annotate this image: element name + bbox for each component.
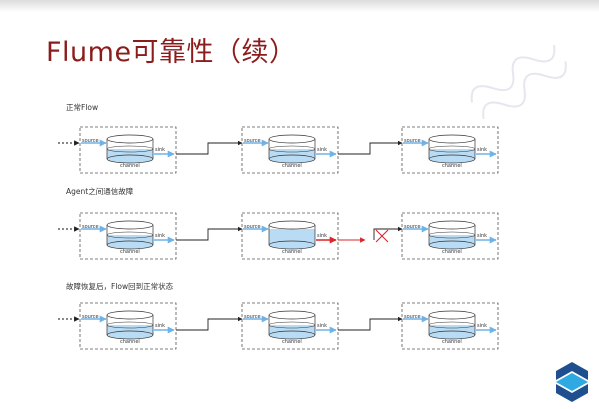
- source-label: source: [244, 224, 261, 230]
- source-label: source: [82, 314, 99, 320]
- sink-label: sink: [477, 323, 487, 329]
- agent-box: source sink channel: [401, 212, 499, 260]
- channel-bottom: [106, 330, 154, 340]
- channel-label: channel: [442, 163, 462, 169]
- channel-fill: [269, 325, 315, 335]
- channel-bottom: [106, 154, 154, 164]
- sink-label: sink: [317, 147, 327, 153]
- channel-level: [106, 231, 154, 239]
- channel-fill-top: [107, 149, 153, 150]
- channel-fill: [107, 325, 153, 335]
- cross-stroke: [375, 229, 389, 243]
- agent-box: source sink channel: [241, 212, 339, 260]
- source-label: source: [244, 138, 261, 144]
- channel-top: [428, 310, 476, 320]
- channel-label: channel: [120, 249, 140, 255]
- agent-box: source sink channel: [79, 302, 177, 350]
- page-title: Flume可靠性（续）: [46, 37, 297, 68]
- channel-top: [268, 310, 316, 320]
- agent-box: source sink channel: [401, 126, 499, 174]
- channel-fill-top: [269, 325, 315, 326]
- channel-label: channel: [442, 339, 462, 345]
- channel-fill: [429, 149, 475, 159]
- channel-level: [106, 145, 154, 153]
- channel-label: channel: [282, 163, 302, 169]
- channel-bottom: [428, 240, 476, 250]
- channel-bottom: [268, 330, 316, 340]
- channel-bottom: [428, 154, 476, 164]
- channel-bottom: [428, 330, 476, 340]
- channel-top: [428, 220, 476, 230]
- agent-box: source sink channel: [79, 126, 177, 174]
- channel-top: [106, 220, 154, 230]
- channel-fill-top: [107, 235, 153, 236]
- channel-fill: [107, 235, 153, 245]
- channel-bottom: [268, 240, 316, 250]
- link-remaining: [373, 226, 403, 240]
- channel-top: [106, 310, 154, 320]
- channel-label: channel: [442, 249, 462, 255]
- channel-level: [106, 321, 154, 329]
- section-label-normal: 正常Flow: [66, 103, 99, 112]
- channel-top: [268, 220, 316, 230]
- sink-label: sink: [155, 323, 165, 329]
- channel-fill-top: [269, 229, 315, 230]
- channel-top: [268, 134, 316, 144]
- channel-fill-top: [107, 325, 153, 326]
- channel-fill: [429, 235, 475, 245]
- channel-label: channel: [282, 249, 302, 255]
- channel-fill-top: [429, 325, 475, 326]
- agent-link: [338, 140, 403, 155]
- agent-box: source sink channel: [401, 302, 499, 350]
- agent-link: [338, 316, 403, 331]
- channel-fill-top: [269, 149, 315, 150]
- channel-level: [268, 321, 316, 329]
- channel-label: channel: [120, 339, 140, 345]
- channel-fill-top: [429, 235, 475, 236]
- channel-label: channel: [120, 163, 140, 169]
- channel-top: [428, 134, 476, 144]
- channel-level: [428, 145, 476, 153]
- agent-link: [176, 140, 243, 155]
- channel-level: [428, 231, 476, 239]
- agent-box: source sink channel: [241, 302, 339, 350]
- sink-label: sink: [155, 147, 165, 153]
- section-label-failure: Agent之间通信故障: [66, 187, 134, 196]
- sink-label: sink: [317, 233, 327, 239]
- section-label-recovered: 故障恢复后，Flow回到正常状态: [66, 282, 174, 291]
- agent-box: source sink channel: [79, 212, 177, 260]
- sink-label: sink: [477, 233, 487, 239]
- channel-bottom: [106, 240, 154, 250]
- channel-level: [268, 145, 316, 153]
- channel-label: channel: [282, 339, 302, 345]
- agent-link: [176, 316, 243, 331]
- s-logo-icon: [556, 362, 588, 402]
- channel-fill-top: [429, 149, 475, 150]
- agent-box: source sink channel: [241, 126, 339, 174]
- source-label: source: [404, 138, 421, 144]
- source-label: source: [404, 224, 421, 230]
- channel-fill: [107, 149, 153, 159]
- source-label: source: [244, 314, 261, 320]
- sink-label: sink: [477, 147, 487, 153]
- channel-fill: [269, 149, 315, 159]
- sink-label: sink: [155, 233, 165, 239]
- agent-link: [176, 226, 243, 241]
- channel-level: [428, 321, 476, 329]
- source-label: source: [82, 138, 99, 144]
- source-label: source: [82, 224, 99, 230]
- cross-icon: [375, 229, 389, 243]
- channel-top: [106, 134, 154, 144]
- source-label: source: [404, 314, 421, 320]
- channel-bottom: [268, 154, 316, 164]
- sink-label: sink: [317, 323, 327, 329]
- top-bar: [0, 0, 599, 12]
- channel-fill: [269, 229, 315, 245]
- channel-fill: [429, 325, 475, 335]
